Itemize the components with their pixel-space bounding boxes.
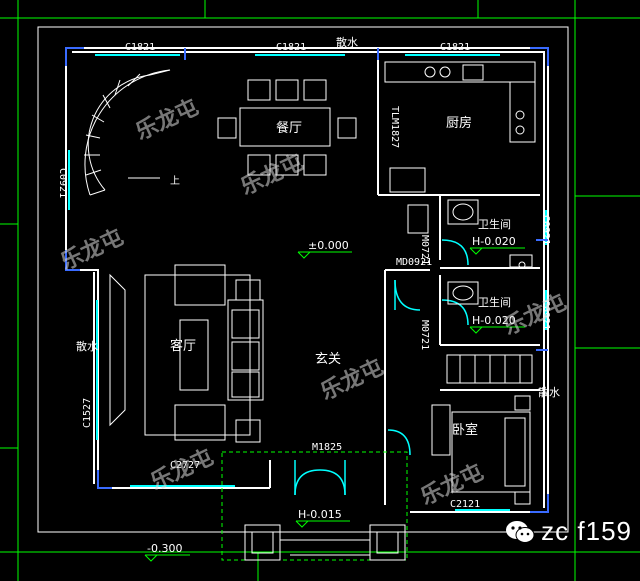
elev-ground: -0.300 bbox=[147, 542, 182, 555]
room-label-living: 客厅 bbox=[170, 338, 196, 354]
room-label-foyer: 玄关 bbox=[315, 352, 341, 367]
bedroom-door bbox=[387, 429, 411, 456]
bathroom-fixtures bbox=[407, 199, 533, 305]
stair-up-label: 上 bbox=[170, 175, 180, 187]
elev-bath-upper: H-0.020 bbox=[472, 235, 516, 248]
room-label-bath-upper: 卫生间 bbox=[478, 217, 511, 231]
watermark-brand: 乐龙屯 bbox=[237, 149, 308, 200]
porch-steps bbox=[244, 524, 406, 561]
apron-label-left: 散水 bbox=[76, 339, 98, 353]
watermark-brand: 乐龙屯 bbox=[132, 94, 203, 145]
apron-label-right: 散水 bbox=[538, 385, 560, 399]
tag-window-right-lower: C0921 bbox=[540, 300, 551, 330]
tag-window-top-mid: C1821 bbox=[276, 42, 306, 53]
tag-door-bath-lower: M0721 bbox=[419, 320, 430, 350]
tag-window-right-upper: C0921 bbox=[540, 215, 551, 245]
tag-window-left-lower: C1527 bbox=[82, 398, 93, 428]
spiral-staircase bbox=[84, 69, 171, 196]
tag-door-kitchen: TLM1827 bbox=[389, 106, 400, 148]
apron-boundary bbox=[37, 26, 569, 533]
wechat-icon bbox=[506, 520, 535, 543]
tag-door-bath-upper: MD0921 bbox=[396, 257, 432, 268]
elev-main-floor: ±0.000 bbox=[308, 239, 349, 252]
room-label-bedroom: 卧室 bbox=[452, 422, 478, 438]
kitchen-counters bbox=[384, 61, 536, 193]
elev-entrance: H-0.015 bbox=[298, 508, 342, 521]
bedroom-furniture bbox=[431, 354, 533, 505]
elevation-markers bbox=[144, 247, 525, 562]
windows bbox=[68, 54, 547, 511]
watermark-brand: 乐龙屯 bbox=[57, 224, 128, 275]
elev-bath-lower: H-0.020 bbox=[472, 314, 516, 327]
living-furniture bbox=[109, 264, 264, 443]
tag-window-top-right: C1821 bbox=[440, 42, 470, 53]
wechat-badge: zc f159 bbox=[505, 516, 632, 547]
tag-window-bedroom: C2121 bbox=[450, 499, 480, 510]
tag-window-top-left: C1821 bbox=[125, 42, 155, 53]
tag-door-main: M1825 bbox=[312, 442, 342, 453]
room-label-kitchen: 厨房 bbox=[446, 115, 472, 131]
wechat-id: zc f159 bbox=[541, 516, 632, 546]
tag-door-bath-mid: M0721 bbox=[419, 235, 430, 265]
corner-brackets bbox=[65, 47, 549, 513]
exterior-walls bbox=[65, 47, 549, 513]
entrance-porch bbox=[221, 451, 408, 561]
room-label-bath-lower: 卫生间 bbox=[478, 295, 511, 309]
tag-window-bottom-living: C2727 bbox=[170, 460, 200, 471]
tag-window-left-upper: C0921 bbox=[57, 168, 68, 198]
doors bbox=[294, 239, 469, 496]
room-label-dining: 餐厅 bbox=[276, 120, 302, 136]
apron-label-top: 散水 bbox=[336, 35, 358, 49]
interior-walls bbox=[269, 60, 540, 505]
dining-table-set bbox=[217, 79, 357, 176]
